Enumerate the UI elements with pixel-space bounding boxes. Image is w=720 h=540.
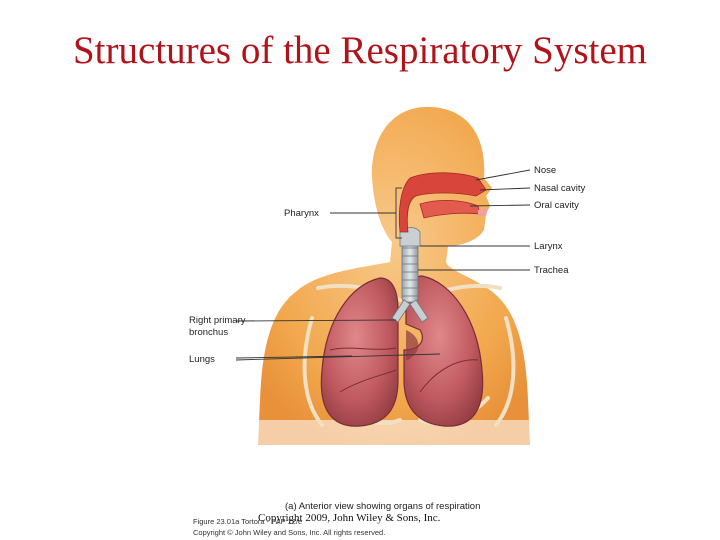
lungs xyxy=(320,275,484,427)
label-oral-cavity: Oral cavity xyxy=(534,200,579,211)
slide-title: Structures of the Respiratory System xyxy=(72,29,648,72)
label-lungs: Lungs xyxy=(189,354,215,365)
label-nasal-cavity: Nasal cavity xyxy=(534,183,585,194)
figure-reference: Figure 23.01a Tortora - PAP 12/e xyxy=(193,517,302,526)
body-silhouette xyxy=(250,106,540,460)
label-pharynx: Pharynx xyxy=(284,208,319,219)
label-larynx: Larynx xyxy=(534,241,563,252)
slide-copyright: Copyright 2009, John Wiley & Sons, Inc. xyxy=(258,512,441,524)
label-nose: Nose xyxy=(534,165,556,176)
leader-lines xyxy=(235,169,531,361)
label-right-primary-bronchus-line2: bronchus xyxy=(189,327,228,338)
label-right-primary-bronchus-line1: Right primary xyxy=(189,315,246,326)
figure-copyright: Copyright © John Wiley and Sons, Inc. Al… xyxy=(193,528,385,537)
label-trachea: Trachea xyxy=(534,265,569,276)
upper-airway xyxy=(398,172,488,233)
figure-caption: (a) Anterior view showing organs of resp… xyxy=(285,501,480,512)
